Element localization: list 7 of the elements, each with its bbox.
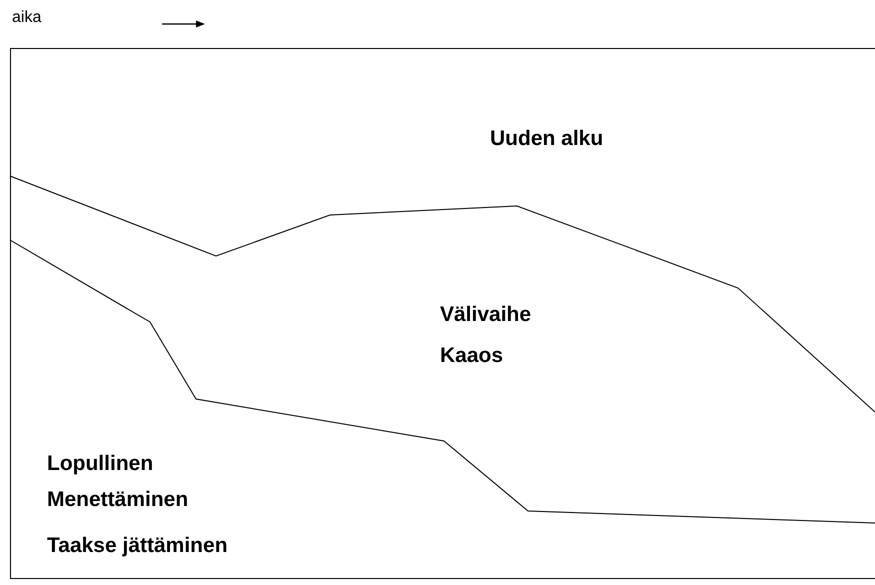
- region-label: Välivaihe: [440, 304, 532, 325]
- region-label: Kaaos: [440, 345, 504, 366]
- region-label: Uuden alku: [490, 128, 604, 149]
- region-label: Lopullinen: [47, 453, 154, 474]
- region-label: Menettäminen: [47, 489, 188, 510]
- axis-label: aika: [12, 10, 42, 26]
- region-label: Taakse jättäminen: [47, 535, 228, 556]
